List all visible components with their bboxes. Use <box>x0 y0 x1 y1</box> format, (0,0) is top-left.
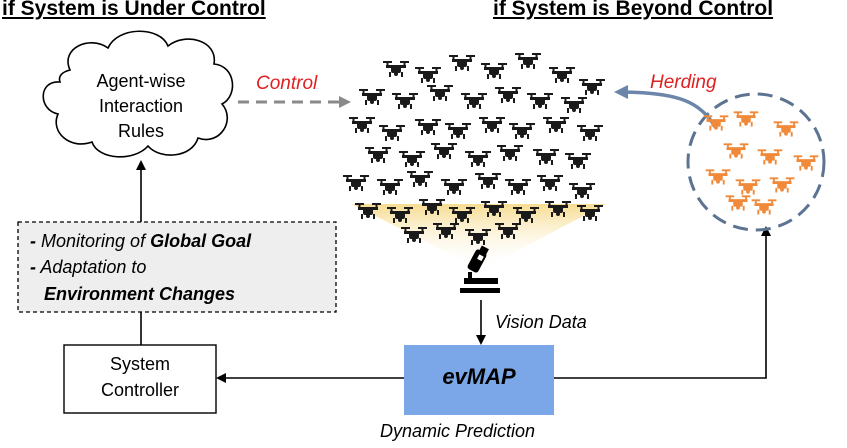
drone-icon <box>433 223 459 239</box>
herded-group-circle <box>686 92 826 232</box>
cloud-line-3: Rules <box>117 121 165 141</box>
herding-label: Herding <box>650 72 717 93</box>
drone-icon <box>419 199 445 215</box>
drone-icon <box>415 67 441 83</box>
drone-icon <box>349 117 375 133</box>
drone-icon <box>355 203 381 219</box>
drone-icon <box>579 79 605 95</box>
drone-icon <box>513 207 539 223</box>
header-beyond-control: if System is Beyond Control <box>493 0 774 20</box>
microscope-camera-icon <box>460 245 500 293</box>
drone-icon <box>407 171 433 187</box>
drone-swarm <box>343 53 605 245</box>
herded-drones <box>703 111 819 215</box>
drone-icon <box>505 179 531 195</box>
evmap-label: evMAP <box>442 364 516 389</box>
drone-icon <box>545 201 571 217</box>
drone-icon <box>769 177 795 193</box>
drone-icon <box>723 143 749 159</box>
evmap-to-herd-arrow <box>554 226 771 379</box>
drone-icon <box>431 143 457 159</box>
drone-icon <box>481 201 507 217</box>
drone-icon <box>465 151 491 167</box>
monitoring-box <box>17 221 337 313</box>
monitor-line-3: Environment Changes <box>44 284 235 305</box>
monitor-line-1: - Monitoring of Global Goal <box>30 231 251 252</box>
vision-data-label: Vision Data <box>495 312 587 332</box>
bullet-2: - <box>30 257 36 277</box>
drone-icon <box>449 207 475 223</box>
drone-icon <box>773 121 799 137</box>
drone-icon <box>533 149 559 165</box>
drone-icon <box>379 125 405 141</box>
drone-icon <box>515 53 541 69</box>
drone-icon <box>577 205 603 221</box>
drone-icon <box>401 227 427 243</box>
drone-icon <box>481 63 507 79</box>
drone-icon <box>703 115 729 131</box>
drone-icon <box>427 85 453 101</box>
drone-icon <box>751 199 777 215</box>
interaction-rules-cloud <box>42 30 234 158</box>
monitor-line-2: - Adaptation to <box>30 257 146 278</box>
system-controller-box <box>63 344 217 414</box>
drone-icon <box>793 155 819 171</box>
drone-icon <box>725 195 751 211</box>
drone-icon <box>399 151 425 167</box>
control-label: Control <box>256 73 318 94</box>
drone-icon <box>757 149 783 165</box>
drone-icon <box>449 55 475 71</box>
evmap-box <box>404 345 554 415</box>
header-under-control: if System is Under Control <box>2 0 266 20</box>
drone-icon <box>461 93 487 109</box>
drone-icon <box>392 93 418 109</box>
drone-icon <box>387 207 413 223</box>
drone-icon <box>383 61 409 77</box>
drone-icon <box>569 183 595 199</box>
global-goal: Global Goal <box>150 231 252 251</box>
drone-icon <box>549 67 575 83</box>
drone-icon <box>509 123 535 139</box>
drone-icon <box>497 145 523 161</box>
drone-icon <box>445 123 471 139</box>
controller-line-1: System <box>109 354 170 374</box>
cloud-line-1: Agent-wise <box>96 71 186 91</box>
drone-icon <box>377 179 403 195</box>
drone-icon <box>577 125 603 141</box>
drone-icon <box>527 93 553 109</box>
monitor-prefix: Monitoring of <box>41 231 151 251</box>
drone-icon <box>495 223 521 239</box>
drone-icon <box>705 169 731 185</box>
drone-icon <box>565 153 591 169</box>
drone-icon <box>465 229 491 245</box>
drone-icon <box>359 89 385 105</box>
drone-icon <box>475 173 501 189</box>
drone-icon <box>735 179 761 195</box>
controller-line-2: Controller <box>100 380 180 400</box>
cloud-line-2: Interaction <box>98 96 184 116</box>
drone-icon <box>733 111 759 127</box>
drone-icon <box>415 119 441 135</box>
drone-icon <box>543 117 569 133</box>
bullet-1: - <box>30 231 36 251</box>
drone-icon <box>365 147 391 163</box>
drone-icon <box>479 117 505 133</box>
drone-icon <box>441 179 467 195</box>
adaptation-text: Adaptation to <box>40 257 147 277</box>
drone-icon <box>561 97 587 113</box>
environment-changes: Environment Changes <box>44 284 236 304</box>
drone-icon <box>343 175 369 191</box>
drone-icon <box>495 87 521 103</box>
dynamic-prediction-label: Dynamic Prediction <box>380 421 536 441</box>
drone-icon <box>537 175 563 191</box>
